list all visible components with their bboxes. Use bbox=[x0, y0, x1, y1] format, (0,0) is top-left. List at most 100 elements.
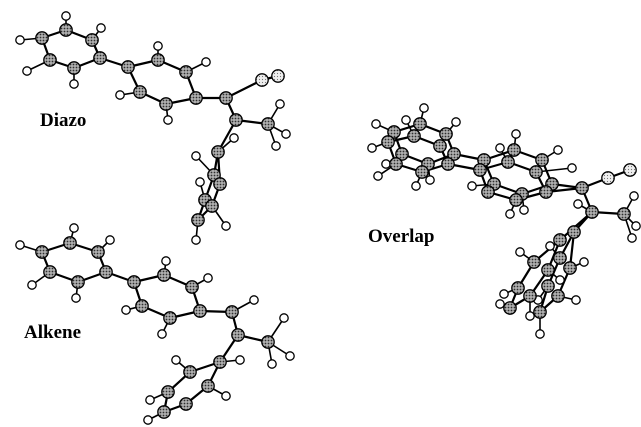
diazo-carbon-atom bbox=[219, 91, 233, 105]
overlap-carbon-atom bbox=[413, 117, 427, 131]
overlap-carbon-atom bbox=[585, 205, 599, 219]
overlap-carbon-atom bbox=[501, 155, 515, 169]
overlap-carbon-atom bbox=[481, 185, 495, 199]
overlap-carbon-atom bbox=[575, 181, 589, 195]
diazo-nitrogen-atom bbox=[255, 73, 269, 87]
diazo-hydrogen-atom bbox=[163, 115, 173, 125]
alkene-hydrogen-atom bbox=[71, 293, 81, 303]
overlap-carbon-atom bbox=[415, 165, 429, 179]
diazo-hydrogen-atom bbox=[191, 235, 201, 245]
overlap-hydrogen-atom bbox=[495, 299, 505, 309]
alkene-hydrogen-atom bbox=[161, 256, 171, 266]
diazo-hydrogen-atom bbox=[195, 177, 205, 187]
diazo-hydrogen-atom bbox=[191, 151, 201, 161]
diazo-carbon-atom bbox=[133, 85, 147, 99]
diazo-hydrogen-atom bbox=[201, 57, 211, 67]
overlap-carbon-atom bbox=[473, 163, 487, 177]
diazo-carbon-atom bbox=[35, 31, 49, 45]
overlap-hydrogen-atom bbox=[381, 159, 391, 169]
overlap-carbon-atom bbox=[503, 301, 517, 315]
overlap-carbon-atom bbox=[617, 207, 631, 221]
overlap-carbon-atom bbox=[381, 135, 395, 149]
overlap-carbon-atom bbox=[447, 147, 461, 161]
overlap-hydrogen-atom bbox=[495, 143, 505, 153]
overlap-hydrogen-atom bbox=[555, 275, 565, 285]
diazo-hydrogen-atom bbox=[61, 11, 71, 21]
alkene-carbon-atom bbox=[35, 245, 49, 259]
overlap-hydrogen-atom bbox=[373, 171, 383, 181]
overlap-hydrogen-atom bbox=[553, 145, 563, 155]
alkene-hydrogen-atom bbox=[69, 223, 79, 233]
overlap-carbon-atom bbox=[389, 157, 403, 171]
alkene-hydrogen-atom bbox=[221, 391, 231, 401]
overlap-hydrogen-atom bbox=[419, 103, 429, 113]
diazo-carbon-atom bbox=[85, 33, 99, 47]
diazo-carbon-atom bbox=[121, 60, 135, 74]
diazo-carbon-atom bbox=[189, 91, 203, 105]
alkene-carbon-atom bbox=[63, 236, 77, 250]
alkene-carbon-atom bbox=[201, 379, 215, 393]
overlap-hydrogen-atom bbox=[467, 181, 477, 191]
overlap-label: Overlap bbox=[368, 226, 435, 247]
overlap-hydrogen-atom bbox=[411, 181, 421, 191]
diazo-carbon-atom bbox=[261, 117, 275, 131]
diazo-carbon-atom bbox=[179, 65, 193, 79]
overlap-hydrogen-atom bbox=[579, 257, 589, 267]
alkene-hydrogen-atom bbox=[15, 240, 25, 250]
alkene-hydrogen-atom bbox=[157, 329, 167, 339]
diazo-molecule bbox=[15, 11, 291, 245]
overlap-hydrogen-atom bbox=[499, 289, 509, 299]
overlap-carbon-atom bbox=[527, 255, 541, 269]
diazo-hydrogen-atom bbox=[229, 133, 239, 143]
diazo-hydrogen-atom bbox=[22, 66, 32, 76]
overlap-molecule bbox=[367, 103, 641, 339]
overlap-carbon-atom bbox=[433, 139, 447, 153]
diazo-hydrogen-atom bbox=[281, 129, 291, 139]
diazo-carbon-atom bbox=[67, 61, 81, 75]
overlap-carbon-atom bbox=[509, 193, 523, 207]
overlap-hydrogen-atom bbox=[535, 329, 545, 339]
overlap-carbon-atom bbox=[529, 165, 543, 179]
overlap-hydrogen-atom bbox=[425, 175, 435, 185]
alkene-hydrogen-atom bbox=[121, 305, 131, 315]
alkene-carbon-atom bbox=[135, 299, 149, 313]
diazo-hydrogen-atom bbox=[15, 35, 25, 45]
overlap-nitrogen-atom bbox=[601, 171, 615, 185]
overlap-carbon-atom bbox=[539, 185, 553, 199]
alkene-carbon-atom bbox=[71, 275, 85, 289]
diazo-hydrogen-atom bbox=[221, 221, 231, 231]
diazo-hydrogen-atom bbox=[69, 79, 79, 89]
overlap-carbon-atom bbox=[553, 251, 567, 265]
alkene-carbon-atom bbox=[91, 245, 105, 259]
overlap-hydrogen-atom bbox=[571, 295, 581, 305]
diazo-carbon-atom bbox=[213, 177, 227, 191]
alkene-carbon-atom bbox=[127, 275, 141, 289]
alkene-carbon-atom bbox=[161, 385, 175, 399]
diazo-carbon-atom bbox=[59, 23, 73, 37]
overlap-carbon-atom bbox=[439, 127, 453, 141]
alkene-carbon-atom bbox=[43, 265, 57, 279]
diazo-carbon-atom bbox=[211, 145, 225, 159]
alkene-hydrogen-atom bbox=[145, 395, 155, 405]
overlap-carbon-atom bbox=[541, 263, 555, 277]
overlap-carbon-atom bbox=[553, 233, 567, 247]
overlap-hydrogen-atom bbox=[515, 247, 525, 257]
overlap-carbon-atom bbox=[441, 157, 455, 171]
alkene-carbon-atom bbox=[183, 365, 197, 379]
overlap-carbon-atom bbox=[387, 125, 401, 139]
overlap-carbon-atom bbox=[535, 153, 549, 167]
alkene-carbon-atom bbox=[179, 397, 193, 411]
alkene-hydrogen-atom bbox=[279, 313, 289, 323]
alkene-carbon-atom bbox=[213, 355, 227, 369]
overlap-carbon-atom bbox=[533, 305, 547, 319]
overlap-hydrogen-atom bbox=[629, 191, 639, 201]
alkene-label: Alkene bbox=[24, 322, 81, 343]
diazo-nitrogen-atom bbox=[271, 69, 285, 83]
alkene-carbon-atom bbox=[193, 304, 207, 318]
alkene-hydrogen-atom bbox=[235, 355, 245, 365]
alkene-carbon-atom bbox=[157, 405, 171, 419]
alkene-carbon-atom bbox=[99, 265, 113, 279]
overlap-carbon-atom bbox=[567, 225, 581, 239]
overlap-hydrogen-atom bbox=[545, 241, 555, 251]
